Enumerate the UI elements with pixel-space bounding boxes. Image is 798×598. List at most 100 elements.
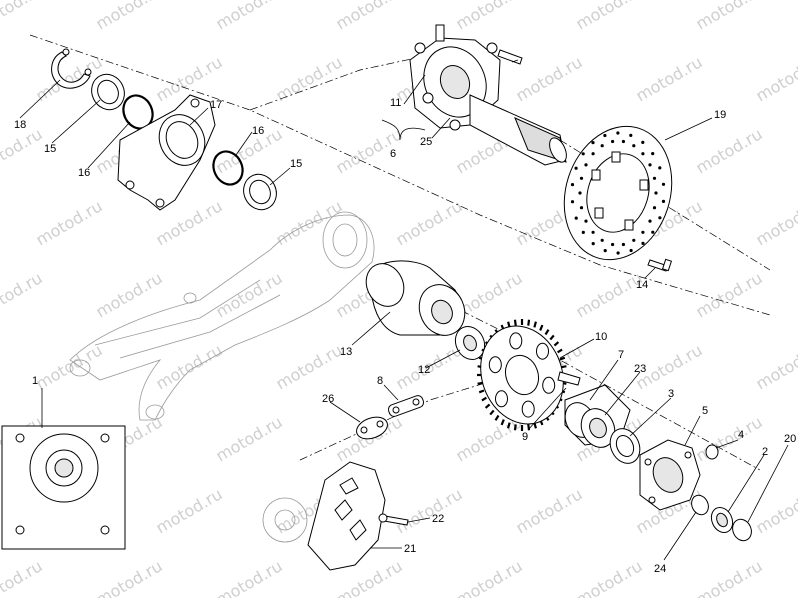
sprocket-tooth (507, 422, 511, 429)
callout-6: 6 (390, 148, 396, 160)
disc-hole (584, 219, 588, 223)
sprocket-tooth (500, 419, 505, 426)
callout-18: 18 (14, 119, 26, 131)
watermark-text: motod.ru (573, 0, 646, 33)
sprocket-hole (488, 356, 502, 374)
sprocket-tooth (513, 424, 517, 431)
wheel-hub-11[interactable] (409, 24, 570, 166)
brake-disc-19[interactable] (548, 112, 689, 273)
callout-labels: 1 2 3 4 5 6 7 8 9 10 11 12 13 14 15 15 1… (14, 97, 796, 575)
watermark-text: motod.ru (693, 556, 766, 598)
callout-5: 5 (702, 405, 708, 417)
watermark-text: motod.ru (333, 0, 406, 33)
watermark-text: motod.ru (753, 196, 798, 249)
disc-hole (661, 182, 666, 186)
disc-hole (574, 166, 578, 170)
callout-23: 23 (634, 363, 646, 375)
watermark-text: motod.ru (393, 196, 466, 249)
watermark-text: motod.ru (753, 52, 798, 105)
disc-hole (652, 206, 657, 210)
disc-hole (658, 166, 662, 170)
disc-hole (632, 238, 636, 242)
screw-22[interactable] (378, 513, 409, 526)
washer-3[interactable] (605, 424, 646, 468)
callout-20: 20 (784, 433, 796, 445)
spacer-12[interactable] (450, 322, 490, 365)
sprocket-tooth (553, 341, 560, 347)
disc-hole (603, 133, 607, 138)
rear-sprocket-10[interactable] (467, 314, 576, 435)
disc-hole (603, 249, 607, 253)
disc-hole (581, 152, 585, 156)
clip-20[interactable] (729, 516, 755, 544)
axle-nut-2[interactable] (707, 504, 736, 536)
sprocket-tooth (477, 381, 483, 385)
sprocket-tooth (513, 319, 517, 326)
watermark-text: motod.ru (753, 340, 798, 393)
disc-hole (581, 230, 585, 234)
flange-5[interactable] (639, 439, 701, 511)
sprocket-tooth (544, 329, 550, 336)
disc-hole (641, 241, 645, 245)
callout-7: 7 (618, 349, 624, 361)
disc-hole (591, 242, 595, 246)
circlip-18[interactable] (51, 48, 92, 89)
watermark-text: motod.ru (213, 268, 286, 321)
disc-hole (574, 216, 578, 220)
sprocket-cover-21[interactable] (307, 461, 386, 571)
watermark-text: motod.ru (153, 340, 226, 393)
disc-hole (652, 176, 657, 180)
disc-hole (654, 191, 658, 195)
callout-leader-lines (19, 59, 789, 561)
callout-13: 13 (340, 346, 352, 358)
callout-15-right: 15 (290, 158, 302, 170)
callout-1: 1 (32, 375, 38, 387)
disc-hole (621, 139, 626, 144)
eccentric-hub-13[interactable] (359, 257, 473, 342)
callout-8: 8 (377, 375, 383, 387)
callout-17: 17 (210, 99, 222, 111)
callout-15-left: 15 (44, 143, 56, 155)
callout-16-left: 16 (78, 167, 90, 179)
watermark-text: motod.ru (693, 124, 766, 177)
sprocket-tooth (561, 365, 567, 369)
disc-hole (661, 199, 666, 203)
watermark-text: motod.ru (0, 0, 46, 33)
callout-14: 14 (636, 279, 648, 291)
callout-24: 24 (654, 563, 666, 575)
sprocket-hole (509, 332, 523, 350)
disc-hole (579, 206, 584, 210)
stud-9[interactable] (557, 371, 581, 386)
disc-hole (600, 238, 604, 242)
disc-hole (629, 248, 633, 253)
swingarm-outline (69, 211, 375, 421)
inset-part-1[interactable] (1, 425, 126, 550)
nut-4[interactable] (705, 444, 719, 460)
o-ring-16-right[interactable] (208, 147, 248, 190)
watermark-text: motod.ru (693, 0, 766, 33)
washer-15-left[interactable] (86, 69, 130, 115)
callout-3: 3 (668, 388, 674, 400)
sprocket-lightening-holes (488, 332, 556, 418)
watermark-text: motod.ru (0, 556, 46, 598)
callout-10: 10 (595, 331, 607, 343)
caliper-bracket-17[interactable] (117, 94, 216, 211)
washer-15-right[interactable] (238, 169, 282, 215)
spacer-23[interactable] (575, 403, 621, 453)
bearing-24[interactable] (689, 493, 712, 518)
disc-hole (616, 251, 620, 255)
chain-link-8[interactable] (387, 394, 425, 418)
master-link-26[interactable] (354, 413, 391, 443)
watermark-text: motod.ru (213, 412, 286, 465)
sprocket-tooth (527, 319, 531, 326)
watermark-text: motod.ru (513, 484, 586, 537)
disc-hole (570, 183, 575, 187)
disc-bolt-14[interactable] (647, 258, 673, 272)
callout-9: 9 (522, 431, 528, 443)
sprocket-hole (495, 390, 508, 408)
sprocket-tooth (533, 321, 537, 328)
disc-hole (648, 163, 652, 167)
disc-hole (578, 191, 582, 195)
